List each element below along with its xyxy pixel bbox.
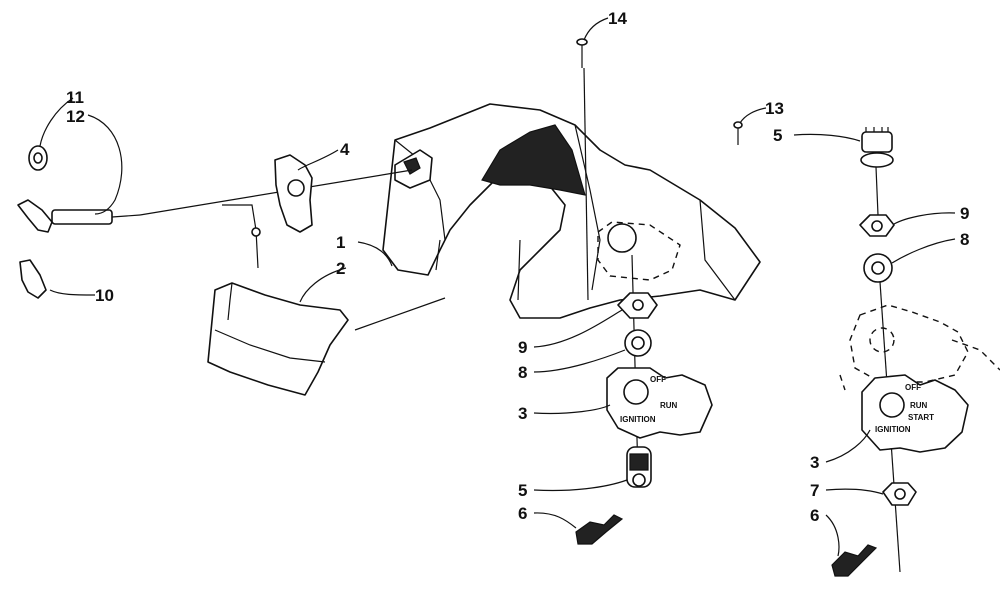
callout-11: 11	[66, 88, 84, 107]
callout-3-right: 3	[810, 453, 819, 472]
throttle-lever-assembly	[17, 145, 261, 299]
callout-1: 1	[336, 233, 345, 252]
callout-12: 12	[66, 107, 85, 126]
callout-4: 4	[340, 140, 350, 159]
throttle-rod	[139, 169, 413, 216]
callout-2: 2	[336, 259, 345, 278]
screw-14	[576, 38, 588, 68]
callout-8-left: 8	[518, 363, 527, 382]
callout-labels: 1 2 4 14 13 5 9 8 11 12 10 9 8 3 5 6 3 7…	[66, 9, 969, 525]
callout-13: 13	[765, 99, 784, 118]
lower-cover	[207, 282, 349, 396]
mounting-plate	[274, 154, 313, 233]
assembly-line	[354, 297, 446, 331]
plate-right-ignition: IGNITION	[875, 425, 911, 434]
callout-5-right: 5	[773, 126, 782, 145]
callout-14: 14	[608, 9, 627, 28]
console-housing	[382, 103, 761, 319]
plate-left-run: RUN	[660, 401, 678, 410]
plate-right-off: OFF	[905, 383, 921, 392]
ignition-switch-right: OFF RUN START IGNITION	[831, 127, 1000, 577]
callout-9-right: 9	[960, 204, 969, 223]
leader-lines	[39, 17, 956, 557]
callout-9-left: 9	[518, 338, 527, 357]
callout-6-left: 6	[518, 504, 527, 523]
screw-13	[733, 121, 743, 145]
callout-7: 7	[810, 481, 819, 500]
ignition-switch-left: OFF RUN IGNITION	[575, 221, 713, 545]
plate-right-run: RUN	[910, 401, 928, 410]
callout-6-right: 6	[810, 506, 819, 525]
plate-left-ignition: IGNITION	[620, 415, 656, 424]
plate-left-off: OFF	[650, 375, 666, 384]
callout-8-right: 8	[960, 230, 969, 249]
callout-10: 10	[95, 286, 114, 305]
callout-5-left: 5	[518, 481, 527, 500]
plate-right-start: START	[908, 413, 934, 422]
callout-3-left: 3	[518, 404, 527, 423]
